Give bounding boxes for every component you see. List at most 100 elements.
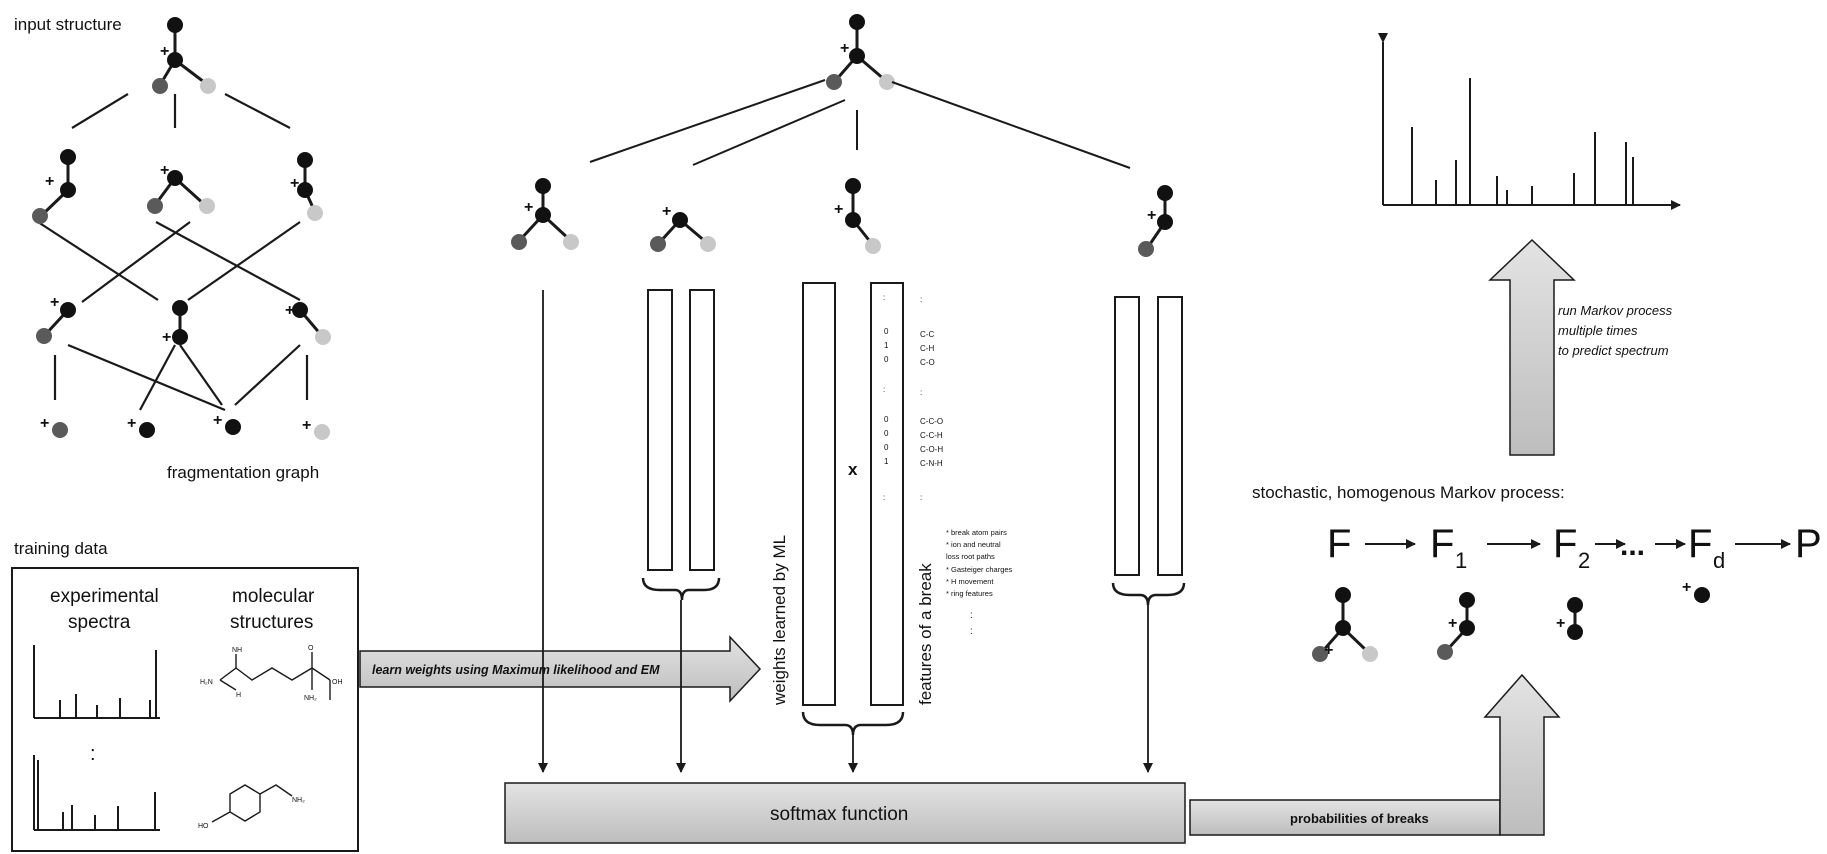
svg-text:+: + [127,415,136,432]
feature-value: 1 [884,341,889,350]
mid-tree-edges [589,79,1131,169]
arginine-structure-icon [219,652,331,700]
svg-text:+: + [1324,642,1333,659]
molecule-fragment-icon: + [302,417,330,440]
molecule-fragment-icon: + [826,14,895,90]
feature-vector-box [1157,296,1183,576]
feature-name: C-N-H [920,459,943,468]
svg-text::: : [883,385,885,394]
molecule-atom-label: HO [198,823,209,830]
svg-text:+: + [302,417,311,434]
run-markov-label-2: multiple times [1558,323,1638,338]
arrows-to-softmax [538,290,1153,773]
molecule-atom-label: H₂N [200,679,213,686]
svg-text:+: + [834,201,843,218]
molecule-atom-label: NH [232,647,242,654]
learn-weights-arrow [359,635,762,703]
state-f: F [1327,522,1351,566]
state-p: P [1795,522,1822,566]
weight-vector-box [647,289,673,571]
fragmentation-graph-edges [37,93,309,412]
svg-text:+: + [213,412,222,429]
svg-text:+: + [45,173,54,190]
feature-name: C-O-H [920,445,943,454]
chain-ellipsis: ... [1620,529,1645,562]
svg-text:+: + [524,199,533,216]
feature-note: * H movement [946,577,994,586]
molecule-fragment-icon: + [32,149,76,224]
svg-text:+: + [1147,207,1156,224]
spectra-more-dots: : [90,743,96,765]
svg-text:+: + [40,415,49,432]
molecule-fragment-icon: + [147,162,215,214]
svg-text:+: + [290,175,299,192]
features-break-label: features of a break [916,563,935,705]
molecule-atom-label: OH [332,679,343,686]
state-f1: F [1430,522,1454,566]
svg-text:+: + [1556,615,1565,632]
svg-text:+: + [162,329,171,346]
feature-note: * Gasteiger charges [946,565,1013,574]
svg-text:+: + [285,302,294,319]
markov-process-title: stochastic, homogenous Markov process: [1252,483,1565,502]
svg-text::: : [920,493,922,502]
molecule-fragment-icon: + [213,412,241,435]
feature-name: C-C [920,330,934,339]
softmax-label: softmax function [770,804,908,825]
feature-vector-box [689,289,715,571]
svg-text:+: + [50,294,59,311]
feature-name: C-C-O [920,417,943,426]
molecule-atom-label: NH₂ [304,695,317,702]
molecule-fragment-icon: + [36,294,76,344]
probabilities-arrow [1189,673,1561,836]
weight-vector-box [1114,296,1140,576]
state-f2-sub: 2 [1578,548,1590,573]
softmax-box [504,782,1186,844]
feature-vector-values: : 0 1 0 : 0 0 0 1 : [883,293,889,502]
feature-note: * ring features [946,589,993,598]
feature-notes: * break atom pairs * ion and neutral los… [946,528,1013,637]
svg-text:+: + [1682,579,1691,596]
feature-name: C-H [920,344,934,353]
molecule-fragment-icon: + [40,415,68,438]
feature-value: 0 [884,443,889,452]
svg-text::: : [920,295,922,304]
molecule-atom-label: NH₂ [292,797,305,804]
feature-name: C-O [920,358,935,367]
training-data-box [11,567,359,852]
weight-vector-boxes [647,282,1183,706]
svg-text::: : [883,493,885,502]
feature-note: * ion and neutral [946,540,1001,549]
svg-text::: : [970,610,973,621]
molecule-fragment-icon: + [127,415,155,438]
weights-learned-label: weights learned by ML [770,535,789,706]
fragmentation-graph-label: fragmentation graph [167,463,319,482]
molecule-fragment-icon: + [285,302,331,345]
svg-text:+: + [840,40,849,57]
molecule-fragment-icon: + [1312,587,1378,662]
state-f2: F [1553,522,1577,566]
molecule-atom-label: H [236,692,241,699]
training-data-label: training data [14,539,108,558]
feature-note: loss root paths [946,552,995,561]
feature-value: 0 [884,415,889,424]
state-fd: F [1688,522,1712,566]
spectrum-plot-icon [33,755,160,831]
feature-value: 0 [884,327,889,336]
feature-value: 0 [884,355,889,364]
predicted-spectrum-plot [1378,33,1681,210]
feature-value: 1 [884,457,889,466]
tyramine-structure-icon [211,784,293,823]
weight-vector-box [802,282,836,706]
molecule-fragment-icon: + [1437,592,1475,660]
molecule-atom-label: O [308,645,314,652]
feature-name: C-C-H [920,431,943,440]
molecule-fragment-icon: + [162,300,188,346]
molecular-structures-label-2: structures [230,612,313,633]
experimental-spectra-label-2: spectra [68,612,131,633]
svg-text:+: + [662,203,671,220]
markov-chain: F F 1 F 2 ... F d P [1327,522,1822,573]
molecule-fragment-icon: + [511,178,579,250]
probabilities-label: probabilities of breaks [1290,811,1429,826]
